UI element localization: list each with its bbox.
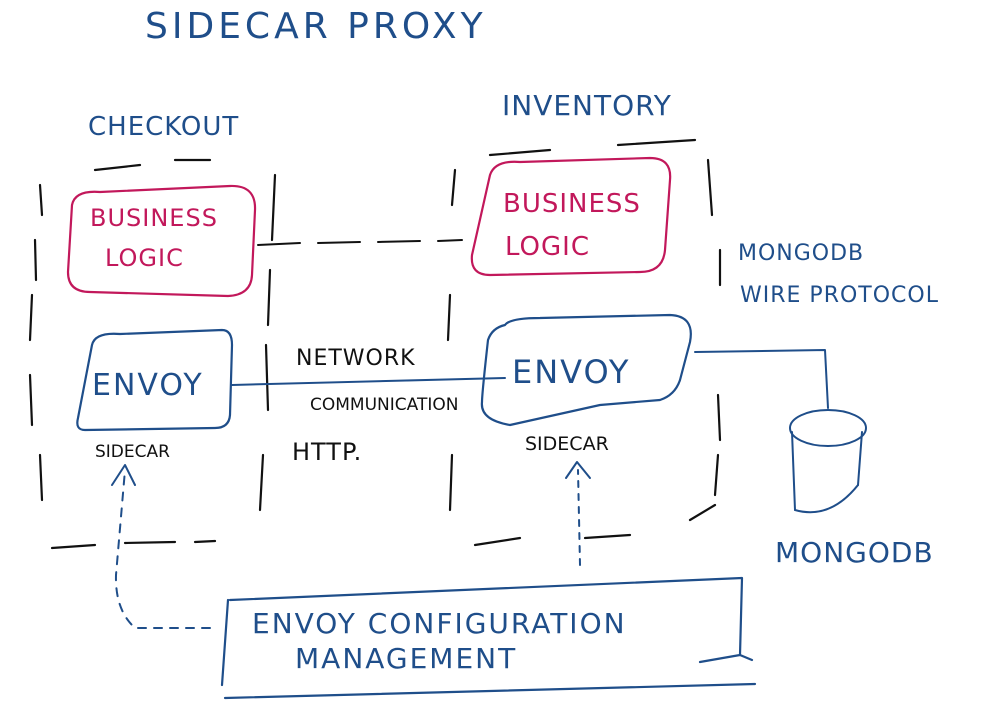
mongodb-wire-protocol-label: MONGODB WIRE PROTOCOL [738,241,939,308]
mongodb-label: MONGODB [775,536,934,569]
checkout-business-logic-box [66,184,257,298]
checkout-business-logic-line1: BUSINESS [90,204,218,232]
inventory-business-logic-line1: BUSINESS [503,189,641,219]
mongodb-wire-protocol-line1: MONGODB [738,241,864,266]
config-to-inventory-sidecar-arrow [565,461,591,566]
checkout-business-logic-text: BUSINESS LOGIC [90,204,227,272]
checkout-business-logic-line2: LOGIC [105,244,184,272]
checkout-label: CHECKOUT [88,112,239,142]
inventory-business-logic-box [470,156,672,277]
inventory-sidecar-label: SIDECAR [525,433,609,455]
config-management-box [220,576,757,700]
config-to-checkout-sidecar-arrow [111,464,211,629]
protocol-label: HTTP. [292,438,362,466]
network-label: NETWORK [296,346,416,371]
checkout-envoy-label: ENVOY [92,368,204,403]
network-label-2: COMMUNICATION [310,395,458,415]
inventory-pod-boundary [446,138,722,547]
checkout-envoy-box [76,328,234,432]
checkout-sidecar-label: SIDECAR [95,442,170,462]
inventory-envoy-box [480,313,692,427]
diagram-title: SIDECAR PROXY [145,6,487,47]
inventory-business-logic-line2: LOGIC [505,232,590,262]
mongodb-wire-protocol-line2: WIRE PROTOCOL [740,283,939,308]
network-communication-line [231,377,506,386]
business-logic-link [257,239,463,246]
config-management-line1: ENVOY CONFIGURATION [252,607,627,640]
checkout-pod-boundary [28,158,277,550]
inventory-business-logic-text: BUSINESS LOGIC [503,189,650,262]
mongodb-connection-line [694,349,829,409]
config-management-line2: MANAGEMENT [295,642,517,675]
mongodb-database-icon [789,409,867,514]
config-management-text: ENVOY CONFIGURATION MANAGEMENT [252,607,637,675]
inventory-envoy-label: ENVOY [512,353,630,391]
inventory-label: INVENTORY [502,89,672,122]
